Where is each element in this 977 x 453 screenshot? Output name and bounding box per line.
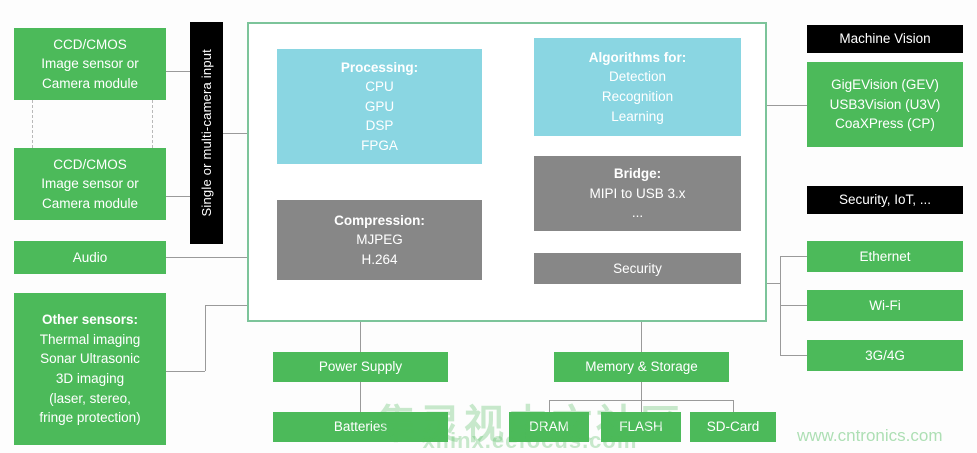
connector-memory-drop bbox=[641, 382, 642, 400]
dram-label: DRAM bbox=[529, 419, 569, 435]
algorithms-item-learning: Learning bbox=[611, 108, 664, 124]
connector-net-wifi bbox=[780, 305, 807, 306]
audio-label: Audio bbox=[72, 249, 108, 265]
other-sensors-title: Other sensors: bbox=[41, 312, 139, 328]
connector-memory-to-sdcard bbox=[733, 400, 734, 412]
network-ethernet-label: Ethernet bbox=[859, 248, 911, 264]
protocol-coaxpress: CoaXPress (CP) bbox=[835, 116, 935, 132]
connector-othersensors-h1 bbox=[166, 371, 205, 372]
block-memory-storage[interactable]: Memory & Storage bbox=[554, 352, 729, 382]
block-machine-vision-protocols[interactable]: GigEVision (GEV) USB3Vision (U3V) CoaXPr… bbox=[807, 62, 963, 147]
image-sensor-1-line-3: Camera module bbox=[41, 75, 139, 91]
connector-sensor-stack-left-dashed bbox=[32, 100, 33, 148]
block-other-sensors[interactable]: Other sensors: Thermal imaging Sonar Ult… bbox=[14, 293, 166, 445]
connector-sensor1-to-bus bbox=[166, 71, 190, 72]
protocol-gigevision: GigEVision (GEV) bbox=[831, 77, 939, 93]
other-sensors-line-5: fringe protection) bbox=[39, 410, 141, 426]
block-audio[interactable]: Audio bbox=[14, 241, 166, 274]
block-image-sensor-1[interactable]: CCD/CMOS Image sensor or Camera module bbox=[14, 28, 166, 100]
other-sensors-line-4: (laser, stereo, bbox=[49, 390, 131, 406]
connector-othersensors-h2 bbox=[205, 305, 247, 306]
connector-audio-run bbox=[166, 257, 247, 258]
compression-item-h264: H.264 bbox=[361, 251, 398, 267]
connector-central-to-mv bbox=[767, 105, 807, 106]
block-power-supply[interactable]: Power Supply bbox=[273, 352, 448, 382]
other-sensors-line-3: 3D imaging bbox=[55, 371, 125, 386]
image-sensor-1-line-2: Image sensor or bbox=[41, 56, 139, 72]
image-sensor-1-line-1: CCD/CMOS bbox=[53, 36, 127, 52]
connector-net-ethernet bbox=[780, 256, 807, 257]
connector-othersensors-v bbox=[205, 305, 206, 371]
image-sensor-2-line-3: Camera module bbox=[41, 195, 139, 211]
power-supply-label: Power Supply bbox=[318, 359, 403, 375]
block-camera-input-bus[interactable]: Single or multi-camera input bbox=[190, 22, 223, 244]
machine-vision-header-label: Machine Vision bbox=[839, 31, 931, 47]
camera-input-bus-label: Single or multi-camera input bbox=[199, 49, 214, 217]
block-network-ethernet[interactable]: Ethernet bbox=[807, 241, 963, 272]
header-machine-vision: Machine Vision bbox=[807, 25, 963, 53]
block-algorithms[interactable]: Algorithms for: Detection Recognition Le… bbox=[534, 38, 741, 136]
image-sensor-2-line-2: Image sensor or bbox=[41, 176, 139, 192]
connector-memory-to-dram bbox=[549, 400, 550, 412]
memory-storage-label: Memory & Storage bbox=[585, 359, 698, 375]
connector-net-3g4g bbox=[780, 355, 807, 356]
image-sensor-2-line-1: CCD/CMOS bbox=[53, 156, 127, 172]
batteries-label: Batteries bbox=[333, 419, 388, 435]
block-bridge[interactable]: Bridge: MIPI to USB 3.x ... bbox=[534, 156, 741, 231]
bridge-item-ellipsis: ... bbox=[631, 205, 644, 221]
header-security-iot: Security, IoT, ... bbox=[807, 186, 963, 214]
compression-title: Compression: bbox=[334, 212, 425, 228]
processing-item-cpu: CPU bbox=[365, 79, 394, 95]
block-network-3g4g[interactable]: 3G/4G bbox=[807, 340, 963, 371]
watermark-site-url: www.cntronics.com bbox=[797, 426, 943, 445]
block-security[interactable]: Security bbox=[534, 253, 741, 284]
block-flash[interactable]: FLASH bbox=[601, 412, 681, 442]
processing-item-dsp: DSP bbox=[365, 118, 394, 134]
processing-item-fpga: FPGA bbox=[361, 137, 398, 153]
protocol-usb3vision: USB3Vision (U3V) bbox=[829, 96, 941, 112]
compression-item-mjpeg: MJPEG bbox=[356, 232, 403, 248]
connector-central-to-power bbox=[360, 322, 361, 352]
algorithms-item-recognition: Recognition bbox=[601, 89, 674, 104]
bridge-item-mipi: MIPI to USB 3.x bbox=[589, 185, 686, 201]
block-batteries[interactable]: Batteries bbox=[273, 412, 448, 442]
block-sd-card[interactable]: SD-Card bbox=[690, 412, 776, 442]
block-processing[interactable]: Processing: CPU GPU DSP FPGA bbox=[277, 49, 482, 164]
connector-memory-to-flash bbox=[641, 400, 642, 412]
central-processing-panel: Processing: CPU GPU DSP FPGA Compression… bbox=[247, 22, 767, 322]
block-compression[interactable]: Compression: MJPEG H.264 bbox=[277, 200, 482, 280]
connector-central-to-net-stub bbox=[767, 283, 780, 284]
connector-central-to-memory bbox=[641, 322, 642, 352]
block-network-wifi[interactable]: Wi-Fi bbox=[807, 290, 963, 321]
algorithms-title: Algorithms for: bbox=[588, 49, 687, 65]
bridge-title: Bridge: bbox=[613, 166, 662, 182]
security-iot-header-label: Security, IoT, ... bbox=[838, 192, 932, 208]
network-3g4g-label: 3G/4G bbox=[865, 347, 905, 363]
connector-bus-to-central bbox=[223, 133, 247, 134]
connector-power-to-batteries bbox=[360, 382, 361, 412]
connector-sensor2-to-bus bbox=[166, 196, 190, 197]
network-wifi-label: Wi-Fi bbox=[869, 297, 901, 313]
block-dram[interactable]: DRAM bbox=[509, 412, 589, 442]
processing-title: Processing: bbox=[340, 59, 419, 75]
algorithms-item-detection: Detection bbox=[608, 69, 667, 85]
connector-sensor-stack-right-dashed bbox=[152, 100, 153, 148]
other-sensors-line-1: Thermal imaging bbox=[39, 331, 141, 347]
flash-label: FLASH bbox=[619, 419, 663, 435]
other-sensors-line-2: Sonar Ultrasonic bbox=[40, 351, 140, 367]
block-image-sensor-2[interactable]: CCD/CMOS Image sensor or Camera module bbox=[14, 148, 166, 220]
security-label: Security bbox=[613, 260, 662, 276]
sd-card-label: SD-Card bbox=[706, 419, 760, 435]
processing-item-gpu: GPU bbox=[364, 98, 395, 114]
